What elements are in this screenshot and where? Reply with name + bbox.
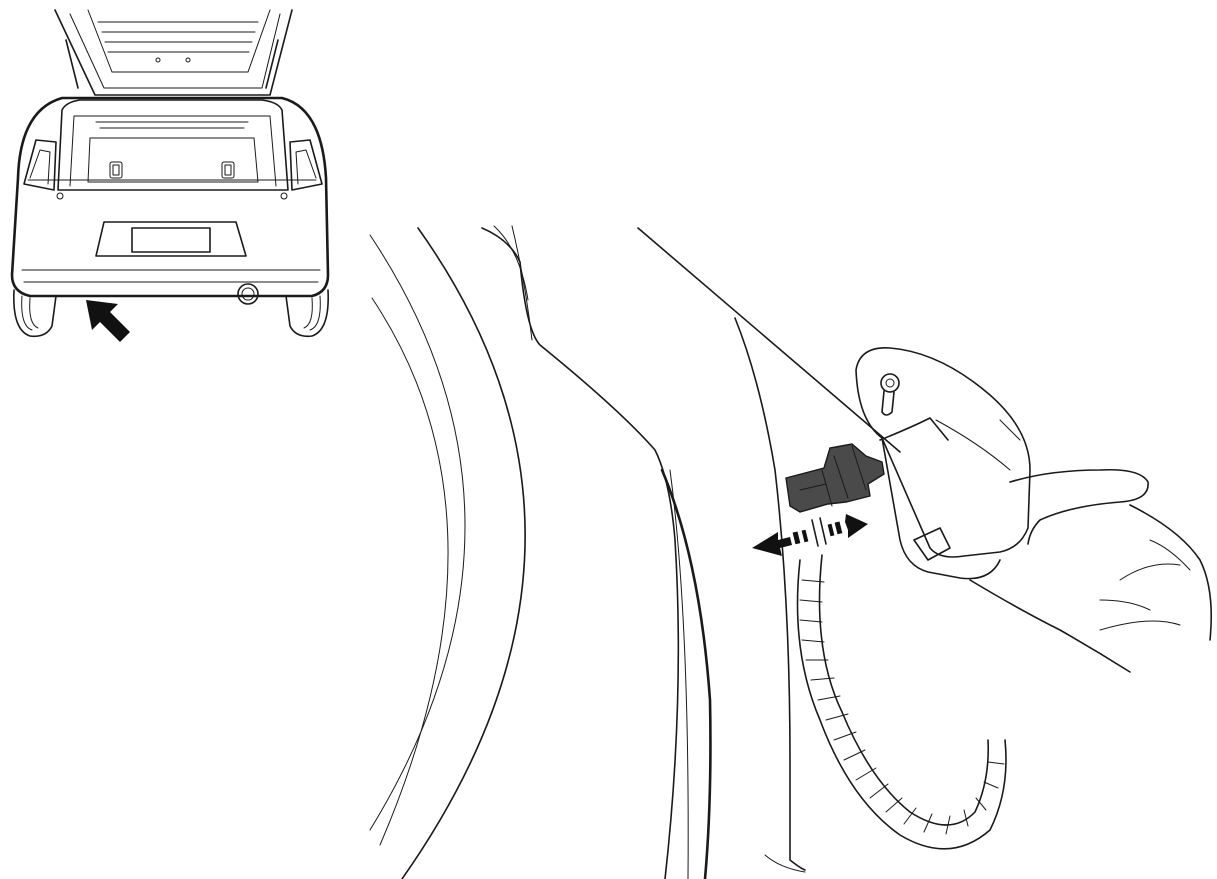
fender-panel [481,225,901,879]
cargo-opening [57,99,289,191]
tire-arcs [369,227,526,879]
hand [969,468,1212,673]
exhaust-pipe [237,283,259,305]
car-rear-view-inset [10,9,330,342]
rear-wheels [13,289,329,338]
locator-arrow-icon [86,300,130,342]
license-plate-recess [95,221,247,257]
double-headed-arrow-icon [752,514,868,556]
connector [785,443,885,513]
car-body [10,96,330,298]
wire-harness [796,554,1007,850]
mounting-bracket [855,347,1031,580]
wheel-arch-detail [369,225,1212,879]
open-tailgate [54,9,293,96]
tail-lights [23,139,323,200]
